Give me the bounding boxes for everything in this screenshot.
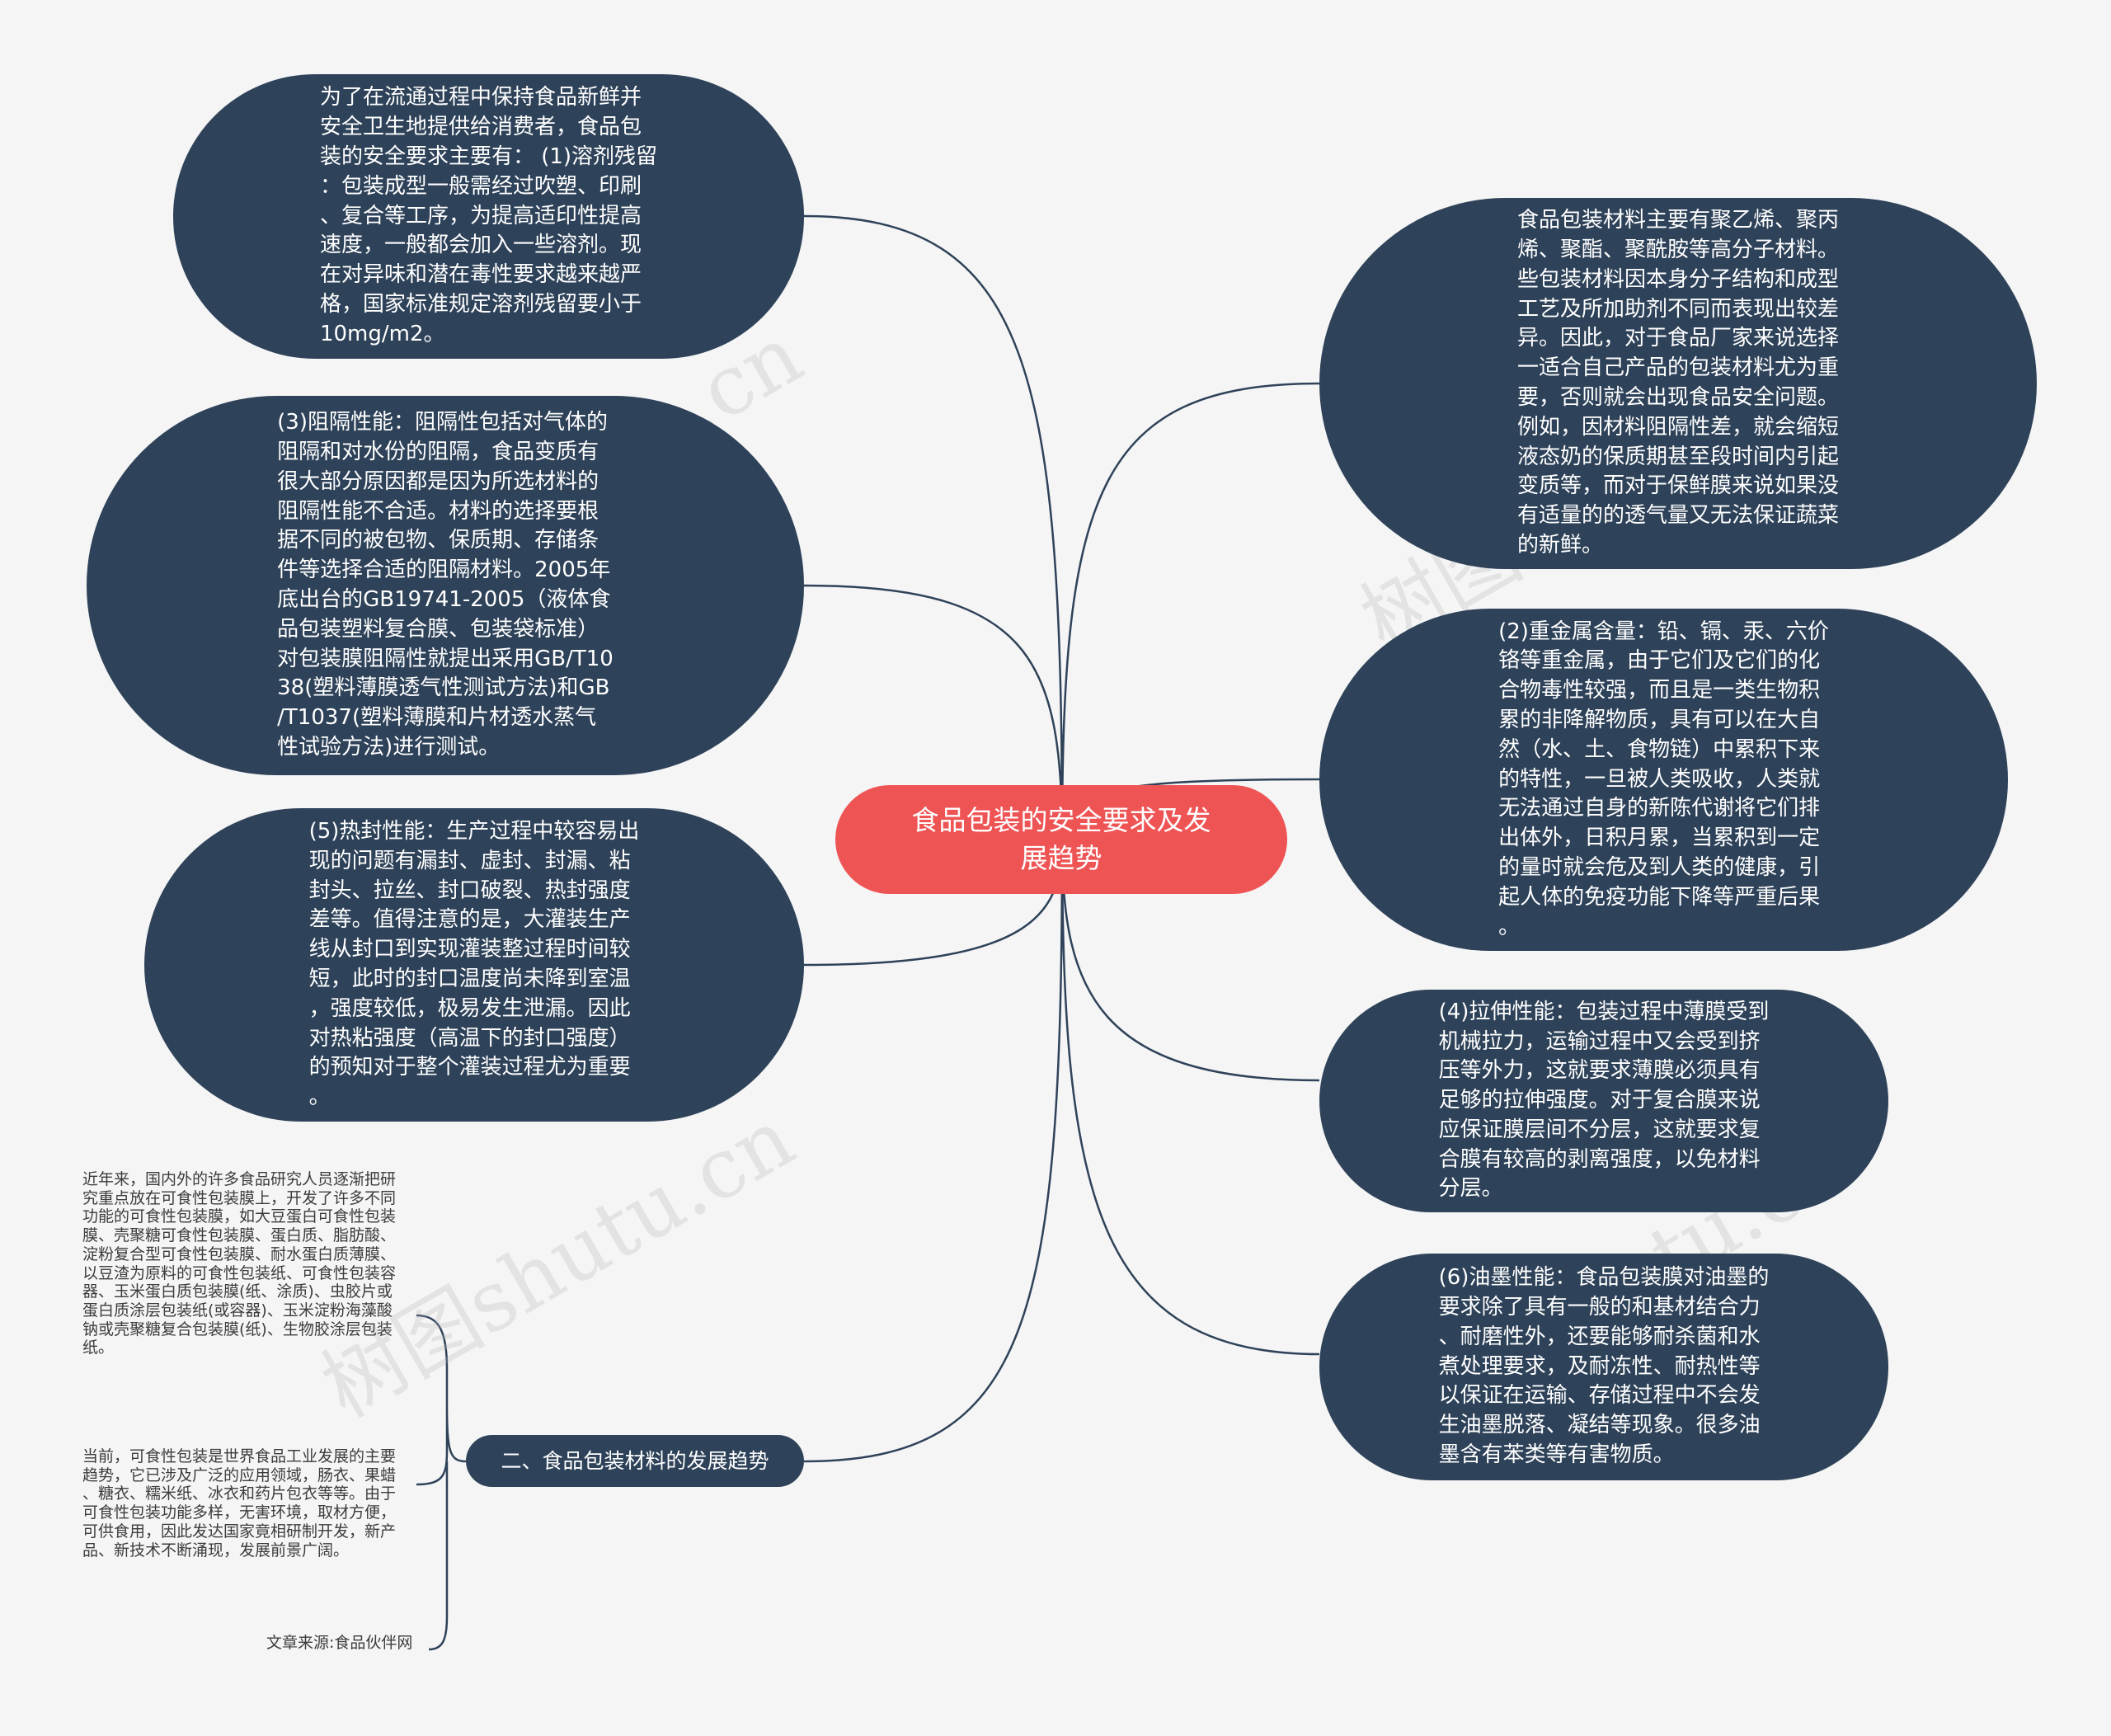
development-trend-label: 二、食品包装材料的发展趋势 — [501, 1448, 769, 1473]
central-topic-title: 食品包装的安全要求及发 展趋势 — [911, 804, 1211, 874]
topic-text: (3)阻隔性能：阻隔性包括对气体的 阻隔和对水份的阻隔，食品变质有 很大部分原因… — [277, 410, 614, 760]
topic-node-tensile[interactable]: (4)拉伸性能：包装过程中薄膜受到 机械拉力，运输过程中又会受到挤 压等外力，这… — [1319, 990, 1888, 1212]
topic-text: (4)拉伸性能：包装过程中薄膜受到 机械拉力，运输过程中又会受到挤 压等外力，这… — [1438, 999, 1770, 1202]
leaf-text-source: 文章来源:食品伙伴网 — [266, 1634, 413, 1652]
topic-text: (5)热封性能：生产过程中较容易出 现的问题有漏封、虚封、封漏、粘 封头、拉丝、… — [308, 819, 640, 1110]
topic-text: 为了在流通过程中保持食品新鲜并 安全卫生地提供给消费者，食品包 装的安全要求主要… — [319, 85, 658, 346]
leaf-text-edible-trend: 当前，可食性包装是世界食品工业发展的主要 趋势，它已涉及广泛的应用领域，肠衣、果… — [82, 1447, 397, 1560]
central-topic-node[interactable]: 食品包装的安全要求及发 展趋势 — [835, 785, 1287, 894]
connector-n2 — [803, 584, 1064, 842]
connector-n4 — [1060, 382, 1320, 842]
connector-n6 — [1060, 840, 1320, 1082]
topic-node-barrier[interactable]: (3)阻隔性能：阻隔性包括对气体的 阻隔和对水份的阻隔，食品变质有 很大部分原因… — [87, 396, 804, 775]
connector-trend — [803, 840, 1064, 1463]
connector-n7 — [1060, 840, 1320, 1356]
topic-text: (2)重金属含量：铅、镉、汞、六价 铬等重金属，由于它们及它们的化 合物毒性较强… — [1498, 619, 1829, 939]
leaf-bracket — [416, 1314, 467, 1651]
topic-text: 食品包装材料主要有聚乙烯、聚丙 烯、聚酯、聚酰胺等高分子材料。 些包装材料因本身… — [1516, 208, 1839, 557]
connector-n1 — [803, 214, 1064, 842]
development-trend-node[interactable]: 二、食品包装材料的发展趋势 — [466, 1435, 804, 1487]
leaf-text-edible-films: 近年来，国内外的许多食品研究人员逐渐把研 究重点放在可食性包装膜上，开发了许多不… — [82, 1170, 397, 1357]
topic-node-heavy-metals[interactable]: (2)重金属含量：铅、镉、汞、六价 铬等重金属，由于它们及它们的化 合物毒性较强… — [1319, 609, 2008, 951]
topic-node-solvent-residue[interactable]: 为了在流通过程中保持食品新鲜并 安全卫生地提供给消费者，食品包 装的安全要求主要… — [173, 74, 804, 359]
topic-node-ink[interactable]: (6)油墨性能：食品包装膜对油墨的 要求除了具有一般的和基材结合力 、耐磨性外，… — [1319, 1254, 1888, 1480]
topic-node-materials[interactable]: 食品包装材料主要有聚乙烯、聚丙 烯、聚酯、聚酰胺等高分子材料。 些包装材料因本身… — [1319, 198, 2037, 569]
topic-text: (6)油墨性能：食品包装膜对油墨的 要求除了具有一般的和基材结合力 、耐磨性外，… — [1438, 1265, 1770, 1467]
topic-node-heat-seal[interactable]: (5)热封性能：生产过程中较容易出 现的问题有漏封、虚封、封漏、粘 封头、拉丝、… — [144, 808, 804, 1122]
